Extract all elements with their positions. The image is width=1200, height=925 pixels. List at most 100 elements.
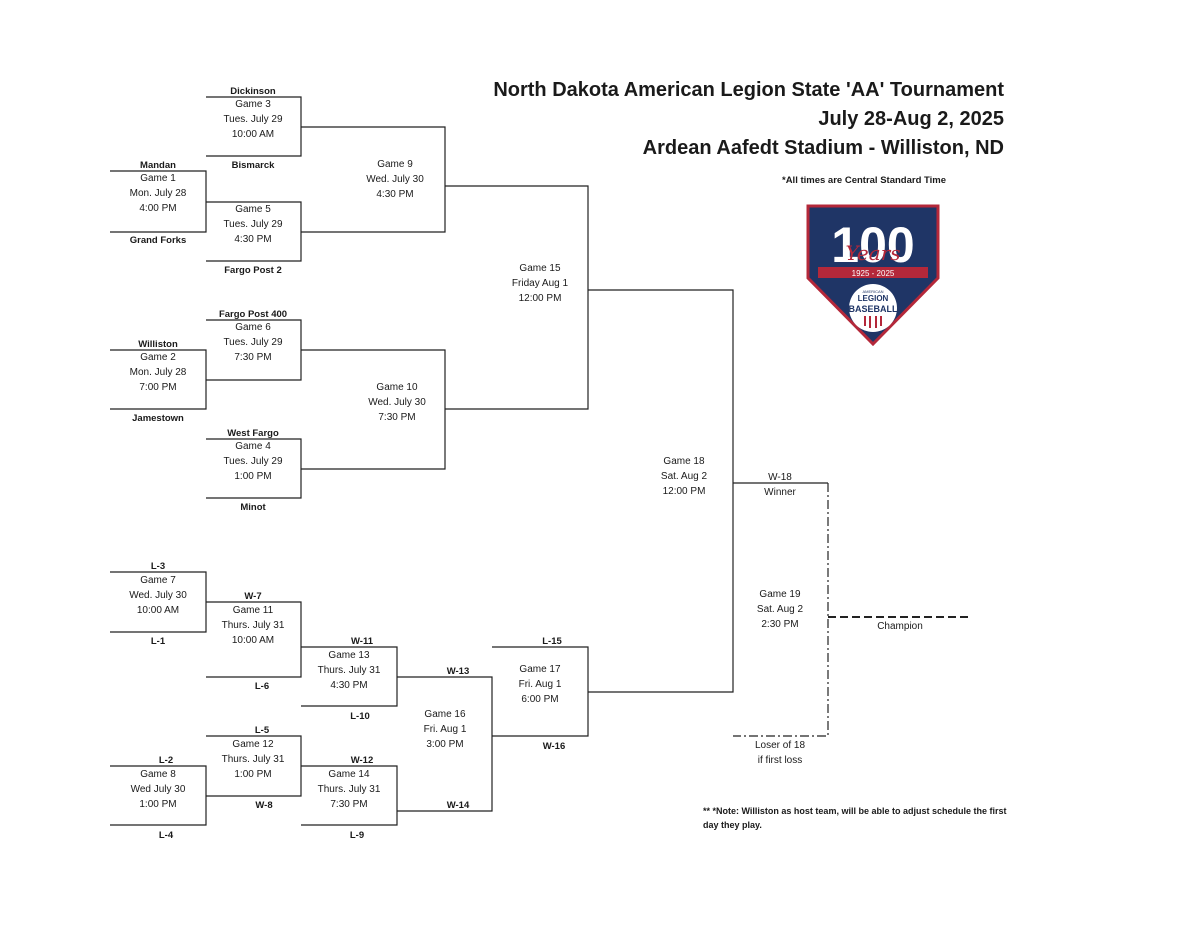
game-name: Game 16 — [424, 709, 466, 720]
game-13-info: Game 13 Thurs. July 31 4:30 PM — [318, 648, 381, 693]
game-3-info: Game 3 Tues. July 29 10:00 AM — [223, 97, 282, 142]
game-name: Game 6 — [235, 322, 271, 333]
slot-if-first-loss: if first loss — [757, 755, 803, 766]
svg-text:LEGION: LEGION — [858, 294, 889, 303]
game-time: 7:00 PM — [139, 382, 177, 393]
team-fargo-post-400: Fargo Post 400 — [218, 309, 288, 320]
game-time: 4:30 PM — [234, 234, 272, 245]
slot-w11: W-11 — [351, 636, 373, 647]
svg-text:1925 - 2025: 1925 - 2025 — [852, 269, 895, 278]
game-day: Sat. Aug 2 — [756, 604, 804, 615]
game-day: Friday Aug 1 — [511, 278, 569, 289]
slot-l10: L-10 — [350, 711, 370, 722]
game-9-bracket — [301, 126, 446, 233]
game-12-info: Game 12 Thurs. July 31 1:00 PM — [222, 737, 285, 782]
game-day: Tues. July 29 — [223, 114, 283, 125]
team-williston: Williston — [138, 339, 178, 350]
game-name: Game 19 — [759, 589, 801, 600]
slot-w8: W-8 — [255, 800, 273, 811]
game-name: Game 12 — [232, 739, 274, 750]
game-day: Mon. July 28 — [129, 367, 187, 378]
game-day: Thurs. July 31 — [221, 754, 285, 765]
game-time: 7:30 PM — [234, 352, 272, 363]
game-19-info: Game 19 Sat. Aug 2 2:30 PM — [757, 587, 803, 632]
slot-w13: W-13 — [446, 666, 470, 677]
game-name: Game 5 — [235, 204, 271, 215]
game-time: 7:30 PM — [378, 412, 416, 423]
team-grand-forks: Grand Forks — [129, 235, 187, 246]
game-name: Game 8 — [140, 769, 176, 780]
legion-100-years-logo: 100 Years 1925 - 2025 AMERICAN LEGION BA… — [806, 204, 940, 346]
game-day: Sat. Aug 2 — [660, 471, 708, 482]
slot-w12: W-12 — [350, 755, 374, 766]
svg-text:BASEBALL: BASEBALL — [849, 304, 899, 314]
team-minot: Minot — [240, 502, 266, 513]
game-8-info: Game 8 Wed July 30 1:00 PM — [131, 767, 186, 812]
team-dickinson: Dickinson — [230, 86, 276, 97]
game-day: Tues. July 29 — [223, 456, 283, 467]
game-15-info: Game 15 Friday Aug 1 12:00 PM — [512, 261, 568, 306]
team-jamestown: Jamestown — [132, 413, 184, 424]
game-10-info: Game 10 Wed. July 30 7:30 PM — [368, 380, 426, 425]
slot-l2: L-2 — [158, 755, 174, 766]
game-time: 7:30 PM — [330, 799, 368, 810]
svg-text:Years: Years — [845, 241, 900, 265]
slot-l5: L-5 — [254, 725, 270, 736]
team-mandan: Mandan — [140, 160, 176, 171]
game-time: 3:00 PM — [426, 739, 464, 750]
game-day: Thurs. July 31 — [221, 620, 285, 631]
game-time: 4:00 PM — [139, 203, 177, 214]
game-name: Game 18 — [663, 456, 705, 467]
game-day: Wed. July 30 — [366, 174, 424, 185]
game-name: Game 13 — [328, 650, 370, 661]
game-time: 1:00 PM — [139, 799, 177, 810]
slot-l6: L-6 — [254, 681, 270, 692]
game-day: Mon. July 28 — [129, 188, 187, 199]
game-time: 4:30 PM — [376, 189, 414, 200]
game-name: Game 10 — [376, 382, 418, 393]
game-9-info: Game 9 Wed. July 30 4:30 PM — [366, 157, 424, 202]
game-time: 1:00 PM — [234, 769, 272, 780]
slot-w18: W-18 — [768, 472, 792, 483]
game-day: Thurs. July 31 — [317, 784, 381, 795]
slot-w7: W-7 — [244, 591, 262, 602]
game-name: Game 2 — [140, 352, 176, 363]
game-time: 4:30 PM — [330, 680, 368, 691]
slot-l4: L-4 — [158, 830, 174, 841]
game-17-bracket — [492, 646, 589, 737]
slot-w16: W-16 — [542, 741, 566, 752]
team-bismarck: Bismarck — [231, 160, 275, 171]
game-day: Wed July 30 — [130, 784, 186, 795]
slot-l15: L-15 — [542, 636, 562, 647]
slot-w14: W-14 — [446, 800, 470, 811]
svg-text:AMERICAN: AMERICAN — [862, 289, 883, 294]
game-day: Tues. July 29 — [223, 219, 283, 230]
game-16-bracket — [397, 676, 493, 812]
game-name: Game 11 — [232, 605, 274, 616]
slot-l9: L-9 — [349, 830, 365, 841]
game-time: 10:00 AM — [231, 129, 275, 140]
game-name: Game 4 — [235, 441, 271, 452]
game-day: Thurs. July 31 — [317, 665, 381, 676]
game-time: 6:00 PM — [521, 694, 559, 705]
team-fargo-post-2: Fargo Post 2 — [224, 265, 282, 276]
game-16-info: Game 16 Fri. Aug 1 3:00 PM — [424, 707, 467, 752]
game-time: 10:00 AM — [231, 635, 275, 646]
game-11-bracket — [206, 601, 302, 678]
game-day: Tues. July 29 — [223, 337, 283, 348]
svg-text:100: 100 — [831, 217, 914, 273]
game-8-bracket — [110, 765, 207, 826]
game-time: 2:30 PM — [761, 619, 799, 630]
game-time: 10:00 AM — [136, 605, 180, 616]
slot-l1: L-1 — [150, 636, 166, 647]
game-6-info: Game 6 Tues. July 29 7:30 PM — [223, 320, 282, 365]
game-14-bracket — [301, 765, 398, 826]
game-11-info: Game 11 Thurs. July 31 10:00 AM — [222, 603, 285, 648]
team-west-fargo: West Fargo — [227, 428, 279, 439]
game-name: Game 9 — [377, 159, 413, 170]
game-time: 1:00 PM — [234, 471, 272, 482]
slot-l3: L-3 — [150, 561, 166, 572]
slot-loser-of-18: Loser of 18 — [754, 740, 806, 751]
game-day: Wed. July 30 — [368, 397, 426, 408]
